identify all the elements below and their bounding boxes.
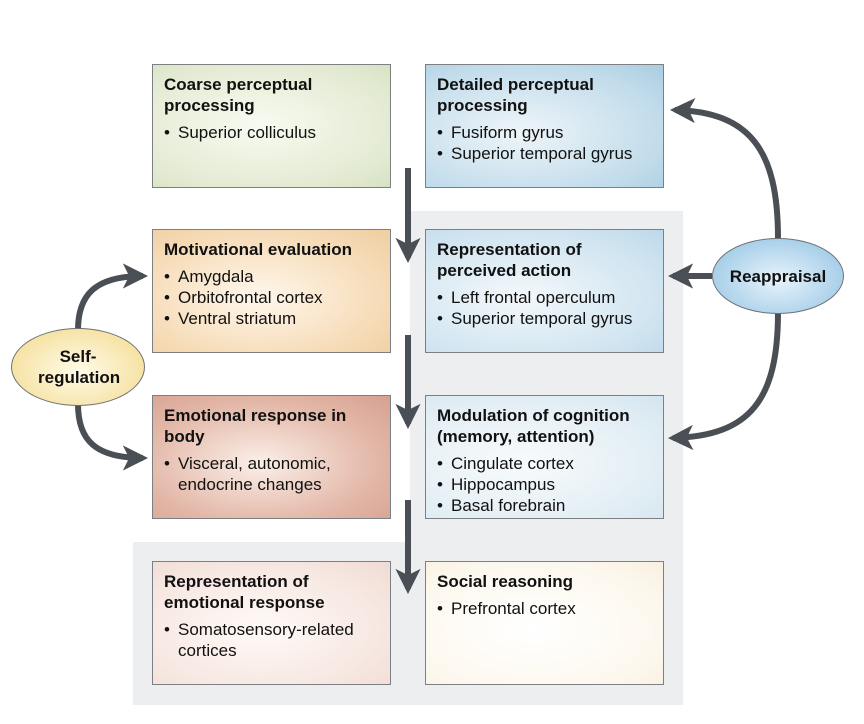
box-item: Orbitofrontal cortex — [164, 287, 379, 308]
box-item: Hippocampus — [437, 474, 652, 495]
self-regulation-arrow-to-motivational — [75, 263, 149, 331]
box-title: Motivational evaluation — [164, 240, 352, 259]
box-title: Representation of emotional response — [164, 572, 325, 612]
box-modulation-of-cognition: Modulation of cognition (memory, attenti… — [425, 395, 664, 519]
box-title: Social reasoning — [437, 572, 574, 591]
box-item: Superior temporal gyrus — [437, 308, 652, 329]
box-representation-of-perceived-action: Representation of perceived action Left … — [425, 229, 664, 353]
box-item: Superior temporal gyrus — [437, 143, 652, 164]
box-coarse-perceptual-processing: Coarse perceptual processing Superior co… — [152, 64, 391, 188]
box-item: Superior colliculus — [164, 122, 379, 143]
box-item: Fusiform gyrus — [437, 122, 652, 143]
box-item: Visceral, autonomic, endocrine changes — [164, 453, 379, 495]
box-item: Somatosensory-related cortices — [164, 619, 379, 661]
box-title: Modulation of cognition (memory, attenti… — [437, 406, 630, 446]
reappraisal-label: Reappraisal — [729, 266, 827, 286]
reappraisal-arrow-to-detailed — [669, 97, 781, 239]
box-title: Coarse perceptual processing — [164, 75, 313, 115]
box-representation-of-emotional-response: Representation of emotional response Som… — [152, 561, 391, 685]
self-regulation-label: Self-regulation — [38, 347, 121, 387]
box-item: Ventral striatum — [164, 308, 379, 329]
box-title: Representation of perceived action — [437, 240, 582, 280]
self-regulation-arrow-to-emotional-body — [75, 403, 149, 471]
reappraisal-arrow-to-cognition — [667, 311, 781, 451]
box-item: Left frontal operculum — [437, 287, 652, 308]
reappraisal-node: Reappraisal — [712, 238, 844, 314]
box-detailed-perceptual-processing: Detailed perceptual processing Fusiform … — [425, 64, 664, 188]
box-motivational-evaluation: Motivational evaluation Amygdala Orbitof… — [152, 229, 391, 353]
box-emotional-response-in-body: Emotional response in body Visceral, aut… — [152, 395, 391, 519]
box-social-reasoning: Social reasoning Prefrontal cortex — [425, 561, 664, 685]
box-item: Prefrontal cortex — [437, 598, 652, 619]
box-title: Emotional response in body — [164, 406, 347, 446]
box-title: Detailed perceptual processing — [437, 75, 594, 115]
box-item: Cingulate cortex — [437, 453, 652, 474]
self-regulation-node: Self-regulation — [11, 328, 145, 406]
box-item: Basal forebrain — [437, 495, 652, 516]
box-item: Amygdala — [164, 266, 379, 287]
